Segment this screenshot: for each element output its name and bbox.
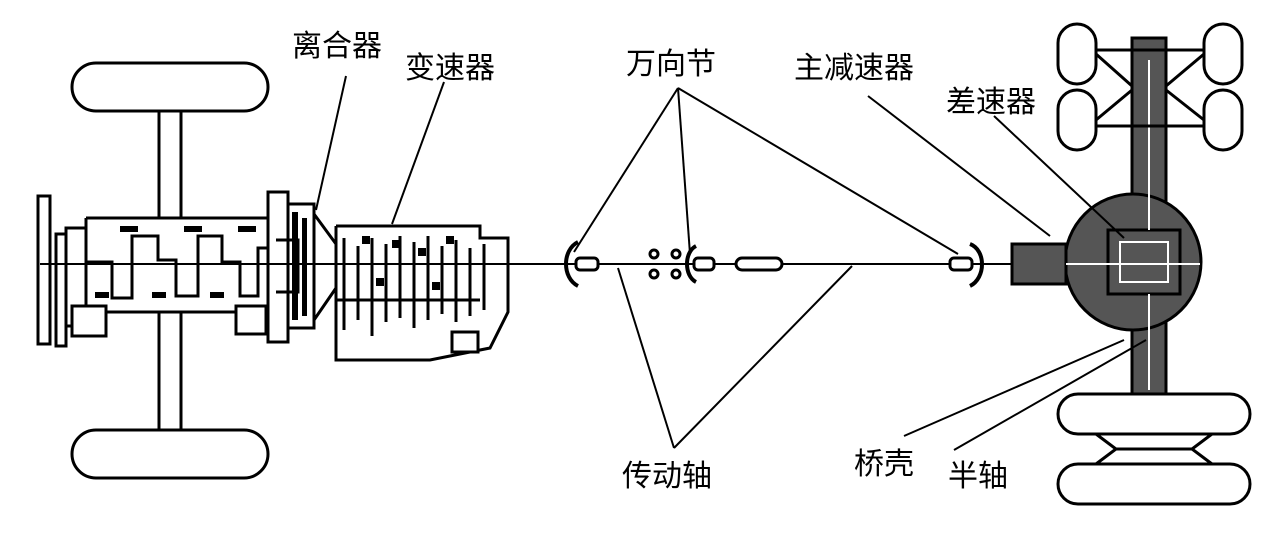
leader-lines (315, 75, 1147, 451)
clutch (266, 190, 338, 344)
flywheel-plate (36, 194, 52, 346)
universal-joint-1 (574, 256, 600, 272)
front-right-wheel (70, 428, 270, 480)
drive-shaft-assembly (564, 240, 984, 288)
front-axle (70, 61, 270, 480)
rear-axle (1010, 36, 1203, 400)
clutch-label: 离合器 (292, 29, 382, 64)
front-left-wheel (70, 61, 270, 113)
gearbox-label: 变速器 (405, 51, 495, 86)
engine (36, 194, 270, 348)
rear-left-wheels (1056, 22, 1244, 152)
universal-joint-2 (692, 256, 716, 272)
universal-joint-label: 万向节 (626, 47, 716, 82)
drive-shaft-label: 传动轴 (622, 459, 712, 494)
universal-joint-3 (948, 256, 974, 272)
final-drive-pinion (1010, 242, 1068, 286)
half-shaft-label: 半轴 (948, 459, 1008, 494)
differential-case (1106, 228, 1182, 296)
rear-right-wheels (1056, 392, 1252, 506)
slip-joint (734, 256, 784, 272)
differential-label: 差速器 (946, 85, 1036, 120)
gearbox (334, 224, 510, 362)
final-drive-label: 主减速器 (794, 51, 914, 86)
axle-housing-label: 桥壳 (854, 447, 914, 482)
